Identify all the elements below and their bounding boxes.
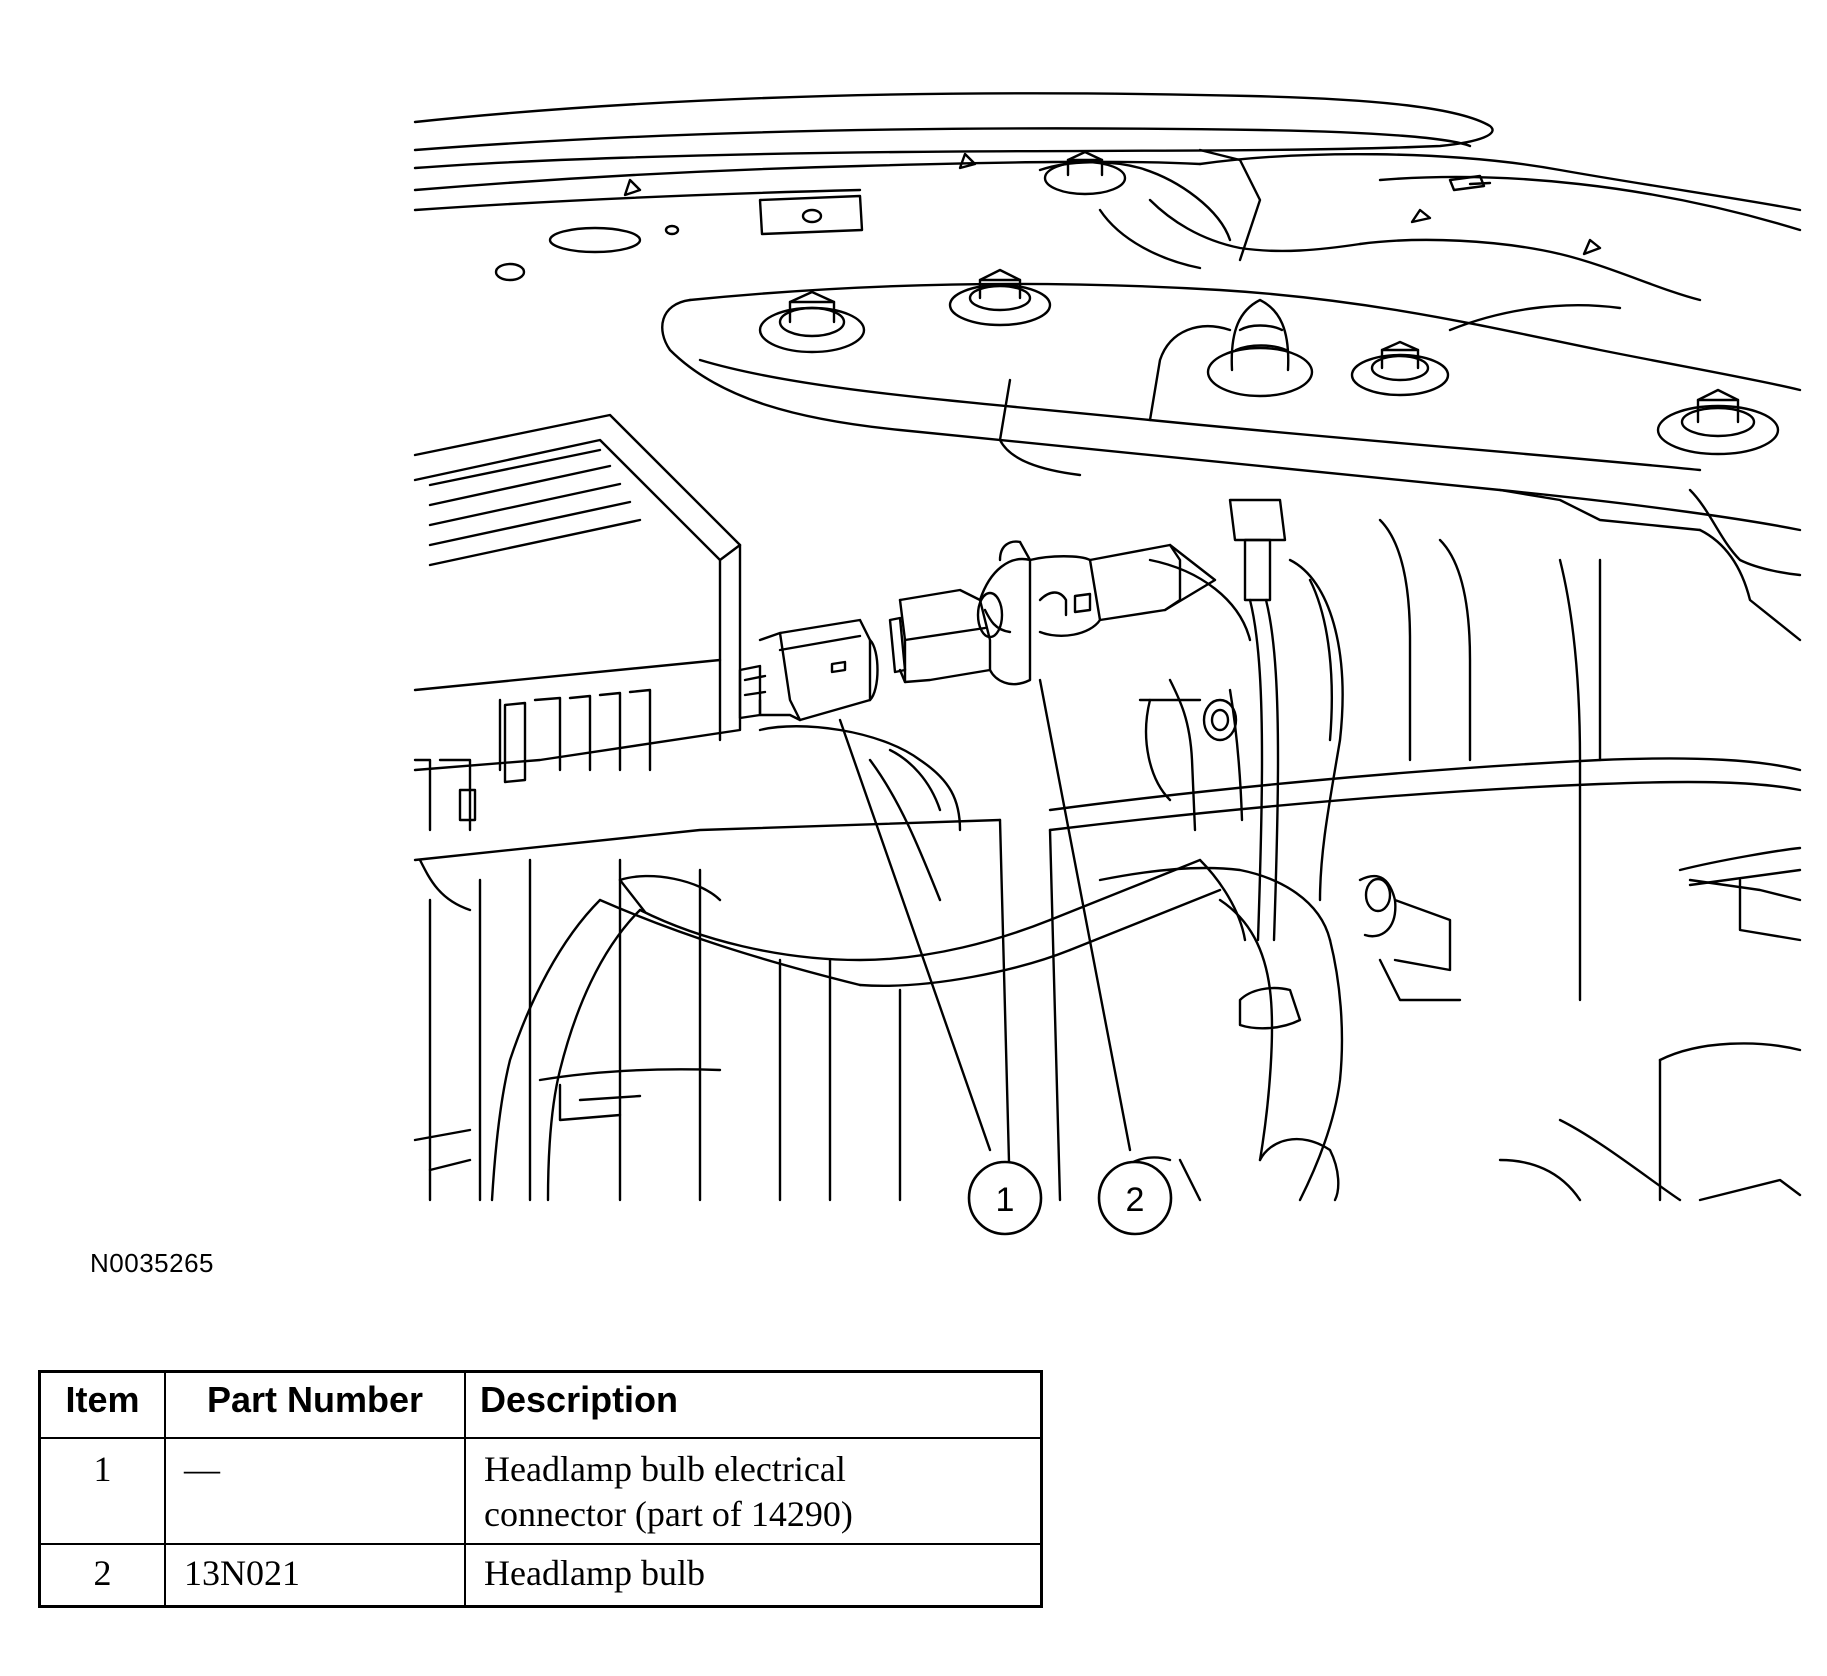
headlamp-bulb-illustration: 1 2: [413, 92, 1802, 1236]
callout-2: 2: [1097, 1160, 1173, 1236]
wiring-harness: [490, 498, 1802, 1202]
lower-frame: [413, 818, 1202, 1202]
cell-description: Headlamp bulb: [464, 1543, 1043, 1608]
electrical-connector: [738, 618, 879, 722]
callout-2-label: 2: [1126, 1181, 1145, 1219]
bolt: [758, 290, 866, 354]
bolt: [948, 268, 1052, 327]
callout-1-label: 1: [996, 1181, 1015, 1219]
description-line: Headlamp bulb: [484, 1553, 705, 1593]
radiator-support: [661, 148, 1802, 577]
callout-1: 1: [967, 1160, 1043, 1236]
table-header-row: Item Part Number Description: [38, 1370, 1043, 1439]
cell-part-number: 13N021: [164, 1543, 466, 1608]
cell-part-number: —: [164, 1437, 466, 1545]
bolt: [1350, 340, 1450, 397]
parts-table: Item Part Number Description 1 — Headlam…: [38, 1370, 1043, 1608]
table-row: 2 13N021 Headlamp bulb: [38, 1543, 1043, 1608]
hood-panel: [413, 92, 1802, 282]
description-line: Headlamp bulb electrical: [484, 1449, 846, 1489]
figure-id: N0035265: [90, 1248, 214, 1278]
header-part-number: Part Number: [164, 1370, 466, 1439]
description-line: connector (part of 14290): [484, 1494, 853, 1534]
module-box: [413, 413, 1002, 1202]
table-row: 1 — Headlamp bulb electrical connector (…: [38, 1437, 1043, 1545]
cell-item: 1: [38, 1437, 166, 1545]
bolt: [1043, 150, 1127, 196]
header-description: Description: [464, 1370, 1043, 1439]
cell-description: Headlamp bulb electrical connector (part…: [464, 1437, 1043, 1545]
cell-item: 2: [38, 1543, 166, 1608]
leader-lines: [838, 678, 1132, 1152]
headlamp-bulb: [888, 540, 1217, 686]
bolt: [1656, 388, 1780, 456]
right-side-structure: [1198, 518, 1802, 1202]
rubber-grommet: [1206, 298, 1314, 398]
header-item: Item: [38, 1370, 166, 1439]
